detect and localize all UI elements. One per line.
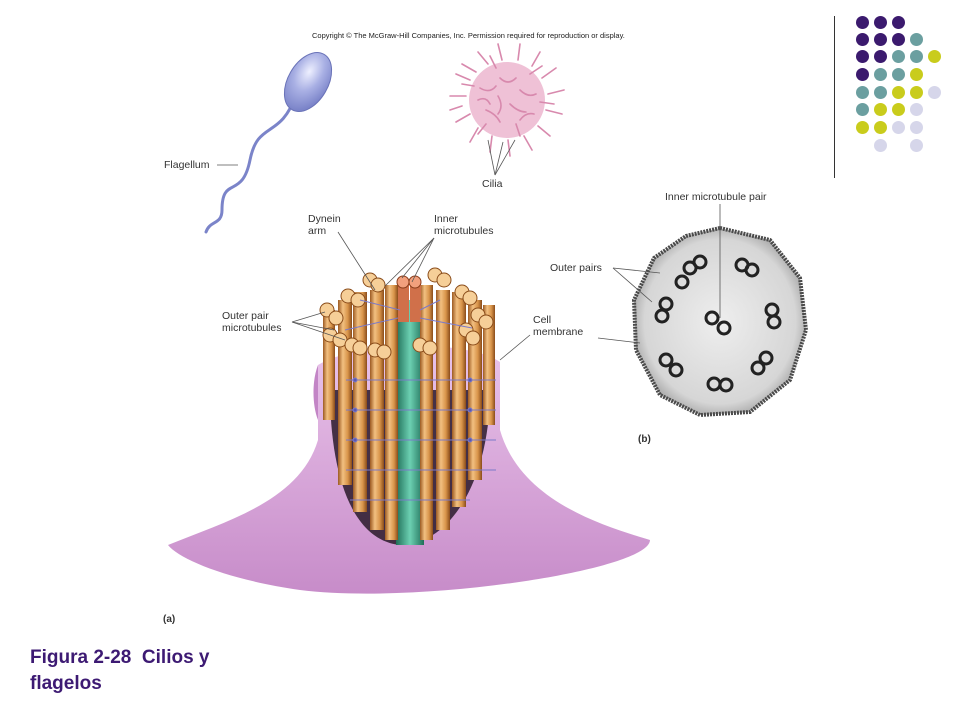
panel-label-b: (b) xyxy=(638,434,651,445)
dot xyxy=(928,50,941,63)
dot xyxy=(892,121,905,134)
leader-lines xyxy=(217,139,721,361)
dot xyxy=(874,103,887,116)
dot xyxy=(874,139,887,152)
dot xyxy=(874,68,887,81)
flagellum-cell xyxy=(204,52,333,234)
dot xyxy=(856,121,869,134)
dot xyxy=(856,86,869,99)
copyright-notice: Copyright © The McGraw-Hill Companies, I… xyxy=(312,31,625,40)
axoneme-cross-section xyxy=(631,225,809,418)
dot xyxy=(910,139,923,152)
dot xyxy=(928,86,941,99)
figure-caption: Figura 2-28 Cilios y flagelos xyxy=(30,647,210,694)
dot xyxy=(856,68,869,81)
label-outer-pairs: Outer pairs xyxy=(550,262,602,274)
dot xyxy=(892,50,905,63)
dot xyxy=(910,33,923,46)
dot xyxy=(856,103,869,116)
dot xyxy=(874,33,887,46)
dot xyxy=(874,121,887,134)
label-inner-microtubule-pair: Inner microtubule pair xyxy=(665,191,767,203)
dot xyxy=(910,50,923,63)
ciliated-cell xyxy=(449,43,565,157)
dot xyxy=(910,121,923,134)
label-cilia: Cilia xyxy=(482,178,503,190)
dot xyxy=(892,16,905,29)
dot xyxy=(856,33,869,46)
label-cell-membrane: Cell membrane xyxy=(533,314,584,338)
label-inner-microtubules: Inner microtubules xyxy=(434,213,494,237)
label-dynein-arm: Dynein arm xyxy=(308,213,341,237)
label-outer-pair-microtubules: Outer pair microtubules xyxy=(222,310,282,334)
dot xyxy=(892,68,905,81)
dot xyxy=(910,68,923,81)
axoneme-microtubules xyxy=(319,267,496,545)
dot xyxy=(874,16,887,29)
divider-line xyxy=(834,16,835,178)
dot xyxy=(892,86,905,99)
dot xyxy=(910,86,923,99)
dot xyxy=(874,86,887,99)
dot xyxy=(892,103,905,116)
dot xyxy=(910,103,923,116)
dot xyxy=(874,50,887,63)
dot xyxy=(856,50,869,63)
dot xyxy=(856,16,869,29)
panel-label-a: (a) xyxy=(163,614,176,625)
dot xyxy=(892,33,905,46)
label-flagellum: Flagellum xyxy=(164,159,210,171)
